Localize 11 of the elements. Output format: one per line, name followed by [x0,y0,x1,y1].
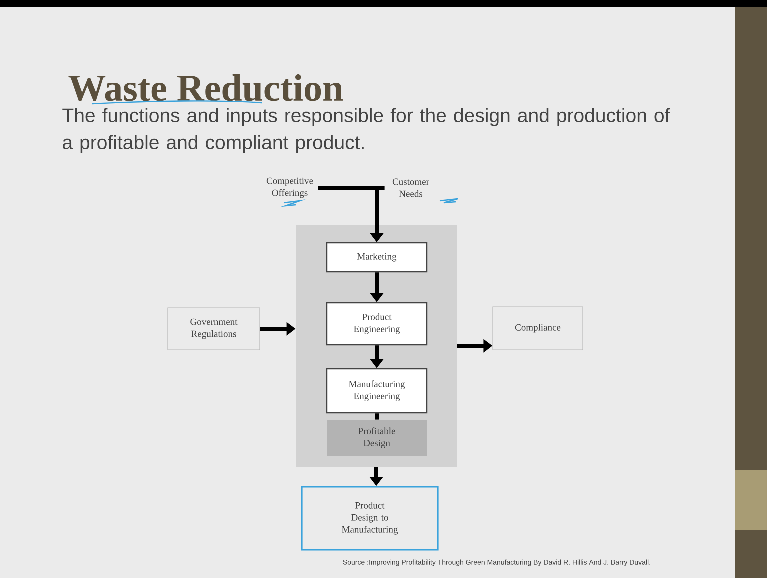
title: Waste Reduction [68,74,344,102]
input-label: Customer Needs [392,178,430,198]
subtitle: The functions and inputs responsible for the design and production of a profitable and compliant product. [62,108,670,154]
input-box: Government Regulations [168,308,260,350]
process-box: Manufacturing Engineering [326,368,428,414]
output-box: Profitable Design [327,420,427,456]
process-box: Product Engineering [326,302,428,346]
result-box: Product Design to Manufacturing [301,486,439,551]
process-box: Marketing [326,242,428,273]
input-label: Competitive Offerings [266,178,314,198]
output-box: Compliance [492,306,584,350]
